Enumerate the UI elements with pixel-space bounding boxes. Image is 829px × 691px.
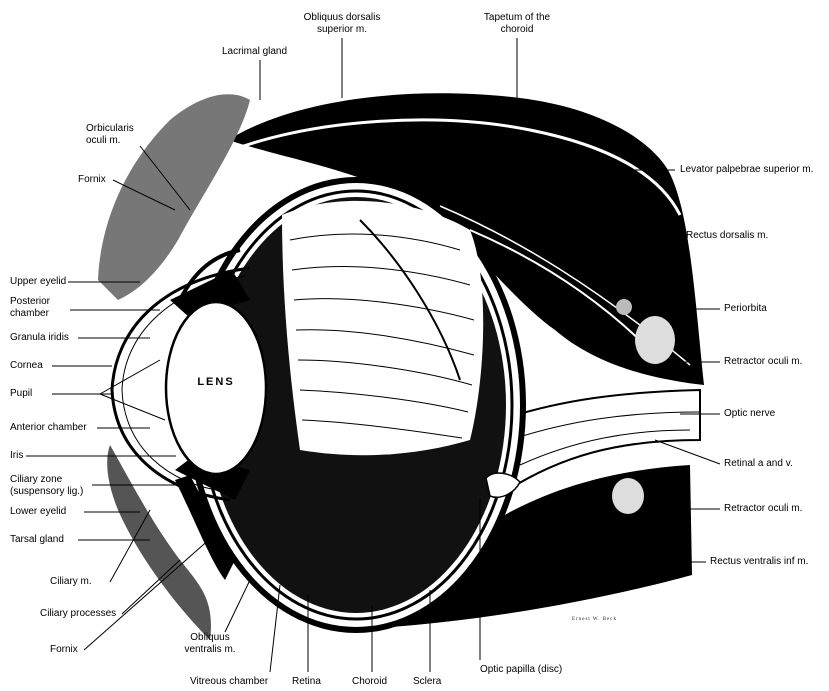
label-ciliary-zone: Ciliary zone (suspensory lig.) (10, 474, 100, 498)
label-tapetum: Tapetum of the choroid (466, 12, 568, 36)
label-lacrimal-gland: Lacrimal gland (222, 46, 287, 58)
label-obliquus-dorsalis: Obliquus dorsalis superior m. (286, 12, 398, 36)
label-anterior-chamber: Anterior chamber (10, 422, 87, 434)
label-orbicularis: Orbicularis oculi m. (86, 123, 146, 147)
label-choroid: Choroid (352, 676, 387, 688)
label-cornea: Cornea (10, 360, 43, 372)
label-ciliary-processes: Ciliary processes (40, 608, 116, 620)
label-rectus-ventralis: Rectus ventralis inf m. (710, 556, 808, 568)
label-optic-nerve: Optic nerve (724, 408, 775, 420)
label-upper-eyelid: Upper eyelid (10, 276, 66, 288)
label-retractor-upper: Retractor oculi m. (724, 356, 802, 368)
label-retinal-av: Retinal a and v. (724, 458, 793, 470)
label-lower-eyelid: Lower eyelid (10, 506, 66, 518)
label-iris: Iris (10, 450, 23, 462)
label-fornix-upper: Fornix (78, 174, 106, 186)
label-sclera: Sclera (413, 676, 441, 688)
label-posterior-chamber: Posterior chamber (10, 296, 70, 320)
lens (166, 302, 266, 474)
label-optic-papilla: Optic papilla (disc) (480, 664, 562, 676)
label-obliquus-ventralis: Obliquus ventralis m. (170, 632, 250, 656)
label-fornix-lower: Fornix (50, 644, 78, 656)
label-retina: Retina (292, 676, 321, 688)
label-tarsal-gland: Tarsal gland (10, 534, 64, 546)
label-vitreous-chamber: Vitreous chamber (190, 676, 268, 688)
label-pupil: Pupil (10, 388, 32, 400)
label-granula-iridis: Granula iridis (10, 332, 69, 344)
label-periorbita: Periorbita (724, 303, 767, 315)
artist-signature: Ernest W. Beck (572, 617, 617, 622)
label-levator: Levator palpebrae superior m. (680, 164, 813, 176)
label-ciliary-m: Ciliary m. (50, 576, 92, 588)
label-rectus-dorsalis: Rectus dorsalis m. (686, 230, 768, 242)
label-retractor-lower: Retractor oculi m. (724, 503, 802, 515)
lens-label: LENS (176, 376, 256, 388)
tapetum-region (282, 201, 483, 455)
